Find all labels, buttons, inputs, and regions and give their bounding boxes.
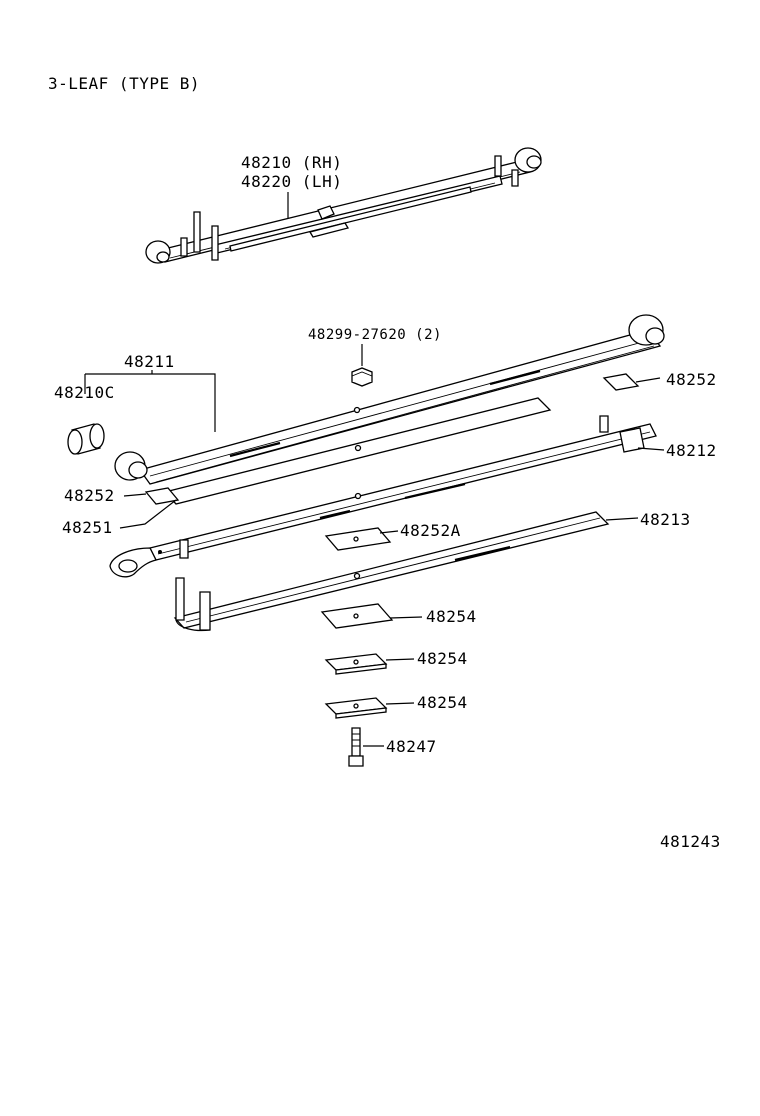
callout-leaf-no3: 48213 — [640, 510, 691, 529]
leaf-spring-assembly — [145, 147, 542, 264]
spacer-1 — [320, 603, 394, 629]
callout-spacer-2: 48254 — [417, 649, 468, 668]
spacer-2 — [324, 653, 388, 675]
leaf-no2 — [109, 415, 657, 578]
callout-leaf-no2: 48212 — [666, 441, 717, 460]
callout-clip: 48251 — [62, 518, 113, 537]
callout-center-bolt: 48247 — [386, 737, 437, 756]
center-bolt — [348, 727, 364, 767]
bushing — [67, 423, 105, 455]
callout-leaf-no1: 48211 — [124, 352, 175, 371]
callout-spring-assy-rh: 48210 (RH) — [241, 153, 343, 172]
leaf-no1 — [114, 314, 665, 485]
callout-pad-upper-right: 48252 — [666, 370, 717, 389]
callout-spacer-3: 48254 — [417, 693, 468, 712]
callout-spring-assy-lh: 48220 (LH) — [241, 172, 343, 191]
pad-upper-right — [602, 373, 640, 391]
callout-bushing: 48210C — [54, 383, 115, 402]
spacer-3 — [324, 697, 388, 719]
hex-nut — [351, 367, 373, 387]
diagram-code: 481243 — [660, 832, 721, 851]
pad-center — [324, 527, 392, 551]
leader-lines — [84, 192, 665, 747]
diagram-title: 3-LEAF (TYPE B) — [48, 74, 200, 93]
callout-spacer-1: 48254 — [426, 607, 477, 626]
callout-pad-left: 48252 — [64, 486, 115, 505]
callout-nut: 48299-27620 (2) — [308, 327, 442, 343]
leaf-no3 — [173, 511, 610, 632]
pad-left — [144, 487, 180, 505]
callout-pad-center: 48252A — [400, 521, 461, 540]
